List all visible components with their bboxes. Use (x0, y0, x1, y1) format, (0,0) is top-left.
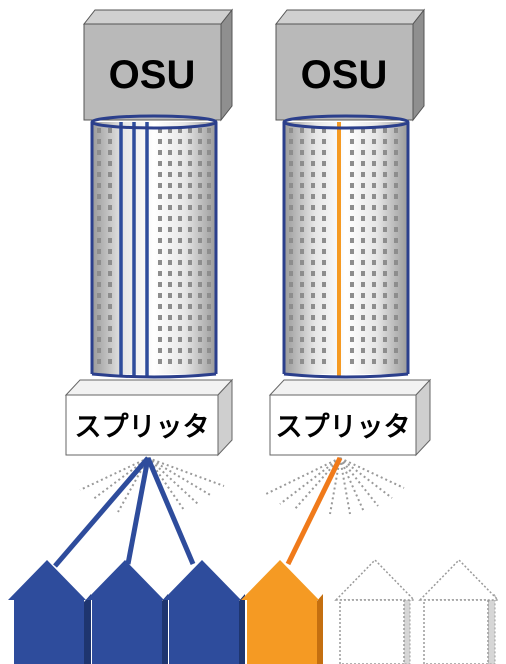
left-active-fibers (119, 122, 149, 376)
left-splitter-box: スプリッタ (64, 378, 234, 457)
right-home-unconnected-1 (334, 558, 416, 664)
left-home-2 (86, 560, 168, 664)
left-osu-box: OSU (82, 8, 234, 122)
right-unused-branches (265, 457, 405, 515)
right-splitter-label: スプリッタ (276, 412, 411, 442)
right-osu-label: OSU (301, 53, 388, 97)
left-fiber-cable (90, 114, 218, 379)
left-home-1 (8, 560, 91, 664)
left-drop-lines (53, 456, 196, 568)
right-home-connected (241, 560, 323, 664)
right-home-unconnected-2 (418, 558, 500, 664)
left-splitter-label: スプリッタ (75, 412, 210, 442)
left-system: OSU (8, 8, 245, 664)
right-splitter-box: スプリッタ (268, 378, 432, 457)
right-system: OSU (241, 8, 500, 664)
left-home-3 (163, 560, 245, 664)
right-osu-box: OSU (274, 8, 426, 122)
left-osu-label: OSU (109, 53, 196, 97)
right-fiber-cable (282, 114, 410, 379)
right-drop-line (285, 456, 343, 566)
